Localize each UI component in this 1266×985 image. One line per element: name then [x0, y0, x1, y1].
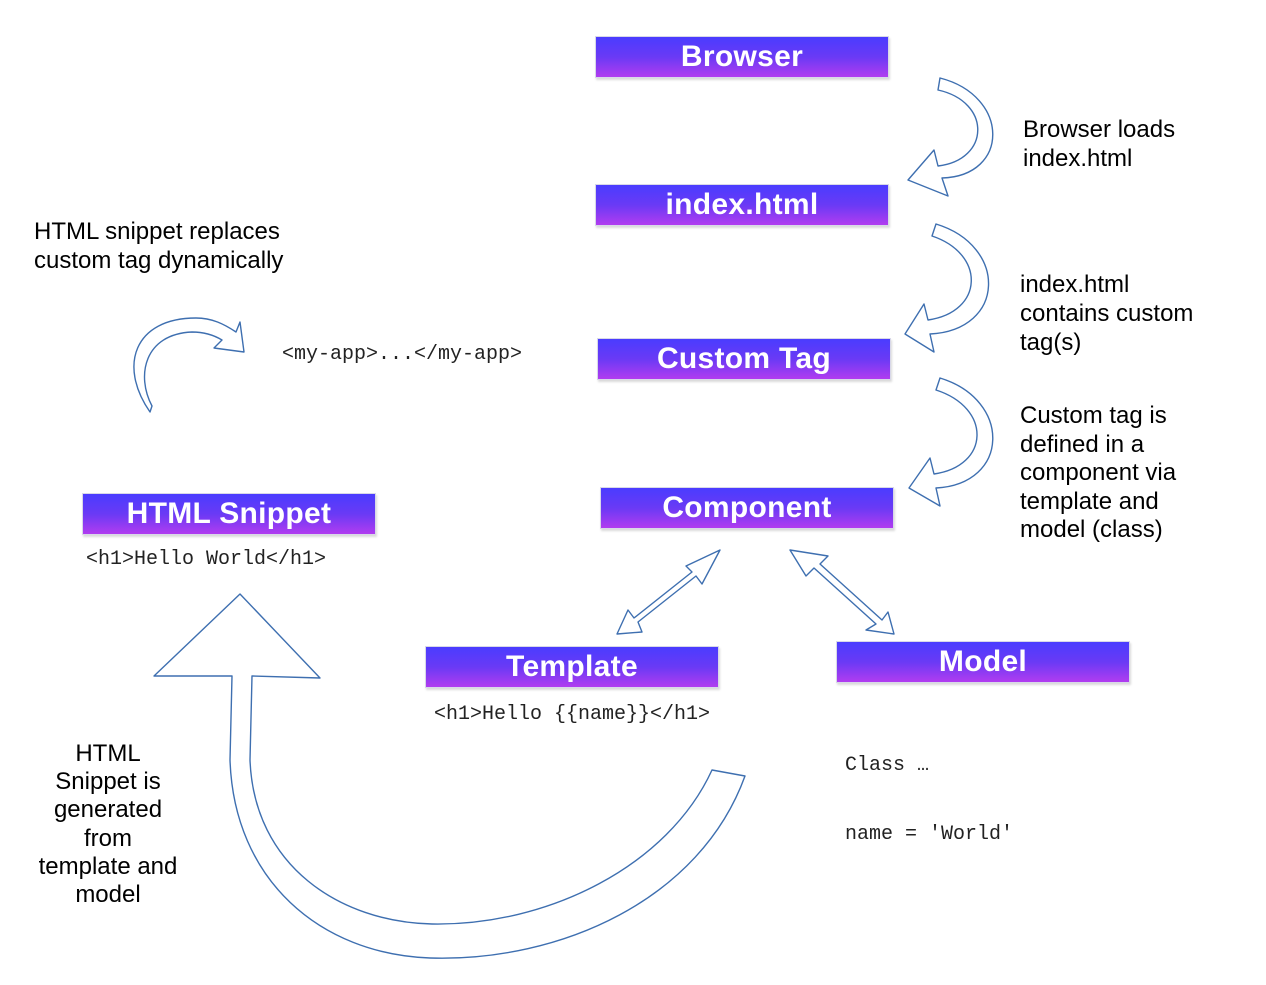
note-line: defined in a — [1020, 430, 1145, 458]
note-line: HTML — [75, 740, 141, 767]
note-line: Custom tag is — [1020, 402, 1167, 429]
custom-tag-box-label: Custom Tag — [656, 342, 832, 375]
code-line: name = 'World' — [845, 823, 1014, 846]
note-line: Snippet is — [55, 768, 161, 796]
code-hello-world: <h1>Hello World</h1> — [86, 548, 327, 571]
note-custom-tag-defined: Custom tag is defined in a component via… — [1020, 402, 1176, 545]
note-snippet-generated: HTML Snippet is generated from template … — [30, 740, 186, 909]
curved-arrow-customtag-to-component — [908, 377, 994, 507]
component-box: Component — [600, 487, 894, 529]
note-line: index.html — [1023, 145, 1133, 172]
curved-arrow-browser-to-index — [907, 77, 994, 197]
code-hello-name-template: <h1>Hello {{name}}</h1> — [434, 703, 711, 726]
large-curved-arrow-generated — [153, 593, 746, 959]
note-line: index.html — [1020, 271, 1130, 298]
html-snippet-box-label: HTML Snippet — [126, 497, 332, 530]
note-line: model — [75, 881, 141, 909]
html-snippet-box: HTML Snippet — [82, 493, 376, 535]
browser-box-label: Browser — [680, 40, 804, 73]
note-line: tag(s) — [1020, 329, 1082, 356]
note-line: custom tag dynamically — [34, 247, 284, 274]
model-box: Model — [836, 641, 1130, 683]
template-box: Template — [425, 646, 719, 688]
note-line: HTML snippet replaces — [34, 218, 280, 245]
note-line: model (class) — [1020, 516, 1163, 543]
custom-tag-box: Custom Tag — [597, 338, 891, 380]
browser-box: Browser — [595, 36, 889, 78]
double-arrow-component-model — [789, 549, 895, 635]
note-line: template and — [38, 852, 178, 880]
note-line: from — [84, 824, 132, 852]
note-line: Browser loads — [1023, 116, 1176, 143]
note-snippet-replaces: HTML snippet replaces custom tag dynamic… — [34, 217, 283, 275]
note-line: template and — [1020, 487, 1159, 515]
index-html-box-label: index.html — [665, 188, 819, 221]
note-browser-loads: Browser loads index.html — [1023, 115, 1175, 173]
model-box-label: Model — [938, 645, 1028, 678]
note-line: contains custom — [1020, 300, 1194, 327]
double-arrow-component-template — [616, 549, 721, 635]
template-box-label: Template — [506, 650, 638, 683]
component-box-label: Component — [662, 491, 832, 524]
code-line: Class … — [845, 754, 930, 777]
note-line: generated — [53, 796, 163, 824]
curved-arrow-snippet-replaces — [133, 317, 245, 413]
note-index-contains: index.html contains custom tag(s) — [1020, 270, 1193, 357]
curved-arrow-index-to-customtag — [904, 223, 990, 353]
code-model-class: Class … name = 'World' — [845, 708, 1013, 869]
index-html-box: index.html — [595, 184, 889, 226]
note-line: component via — [1020, 459, 1177, 486]
code-my-app-tag: <my-app>...</my-app> — [282, 343, 523, 366]
